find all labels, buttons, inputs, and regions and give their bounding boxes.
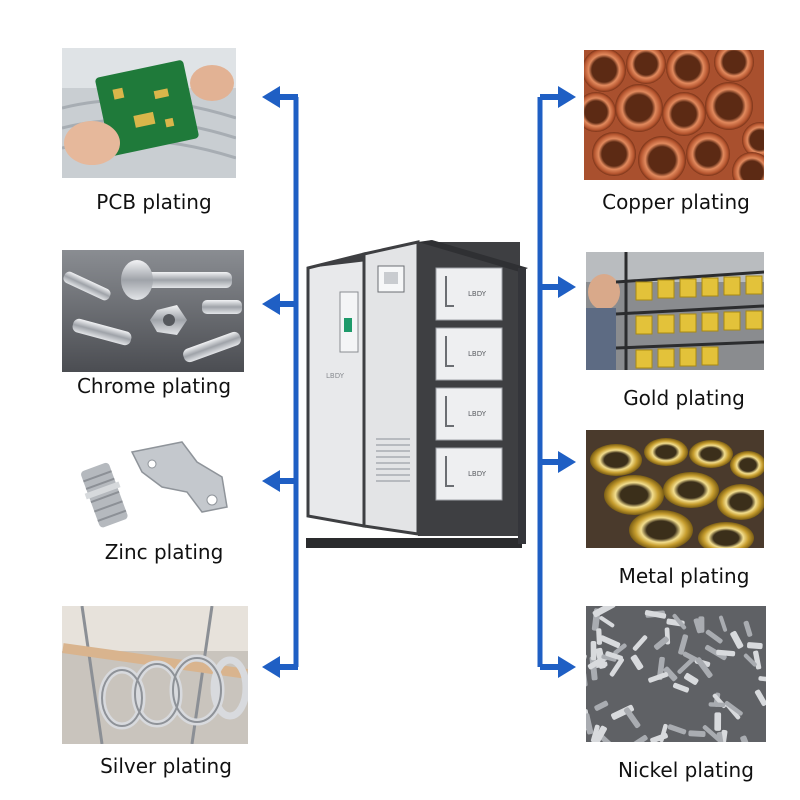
chrome-bolts-photo (62, 250, 244, 372)
copper-pipes-photo (584, 50, 764, 180)
silver-plating-label: Silver plating (100, 754, 232, 778)
silver-rings-photo (62, 606, 248, 744)
pcb-plating-label: PCB plating (96, 190, 212, 214)
zinc-plating-label: Zinc plating (104, 540, 224, 564)
gold-parts-photo (586, 252, 764, 370)
nickel-parts-photo (586, 606, 766, 742)
rectifier-cabinet: LBDY LBDY LBDY LBDY LBDY (306, 240, 528, 548)
chrome-plating-label: Chrome plating (76, 374, 232, 398)
nickel-plating-label: Nickel plating (618, 758, 754, 782)
metal-rings-photo (586, 430, 764, 548)
gold-plating-label: Gold plating (623, 386, 745, 410)
module-brand-2: LBDY (468, 350, 487, 358)
module-brand-3: LBDY (468, 410, 487, 418)
power-modules: LBDY LBDY LBDY LBDY (435, 267, 503, 501)
zinc-parts-photo (72, 432, 242, 530)
pcb-board-photo (62, 48, 236, 178)
module-brand-1: LBDY (468, 290, 487, 298)
module-brand-4: LBDY (468, 470, 487, 478)
copper-plating-label: Copper plating (602, 190, 750, 214)
cabinet-brand-text: LBDY (326, 372, 345, 380)
metal-plating-label: Metal plating (618, 564, 750, 588)
